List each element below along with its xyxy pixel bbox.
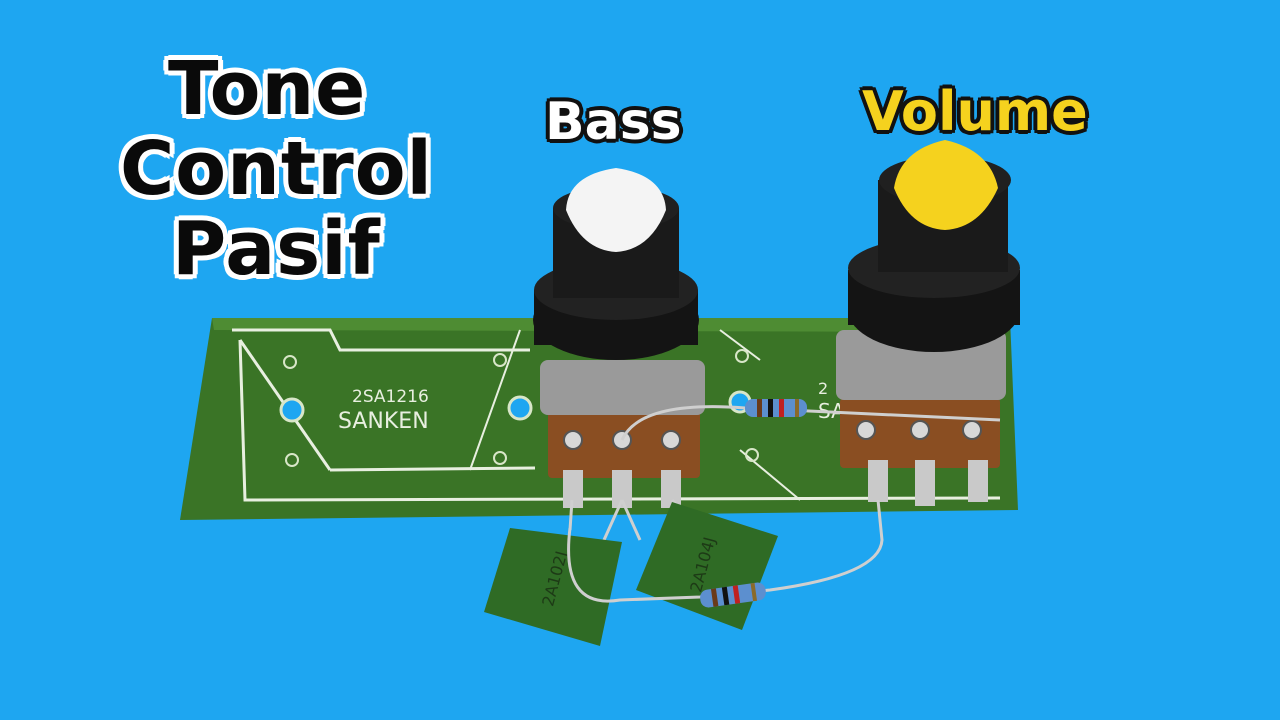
volume-potentiometer [836,140,1020,506]
pcb-brand: SANKEN [338,409,429,434]
pcb-partial-number: 2 [818,379,828,398]
bass-knob-tip[interactable] [566,168,666,252]
jumper-wire [620,405,1001,441]
top-resistor [745,399,807,417]
bass-label: Bass [545,92,682,152]
volume-label: Volume [862,80,1088,143]
title-line-3: Pasif [172,206,381,292]
title-line-2: Control [120,126,433,212]
bottom-resistor [700,582,766,608]
capacitor-left: 2A102J [484,499,624,646]
capacitor-right: 2A104J [620,498,778,630]
title-line-1: Tone [168,46,367,132]
pcb-part-number: 2SA1216 [352,387,429,407]
volume-knob-tip[interactable] [894,140,998,230]
bass-potentiometer [533,168,705,508]
